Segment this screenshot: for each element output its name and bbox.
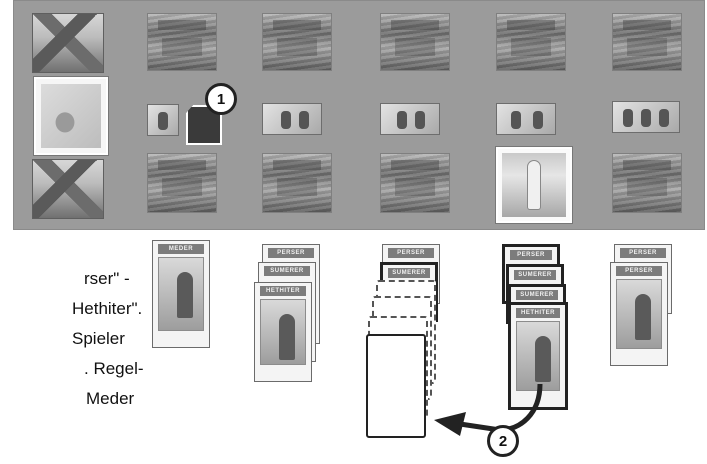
terrain-tile — [612, 153, 682, 213]
terrain-tile — [496, 13, 566, 71]
callout-1: 1 — [205, 83, 237, 115]
map-card-image — [41, 84, 101, 148]
card-title: HETHITER — [516, 308, 560, 318]
civilization-mini-card[interactable] — [380, 103, 440, 135]
card-title: PERSER — [388, 248, 434, 258]
civilization-mini-card[interactable] — [262, 103, 322, 135]
card-image — [158, 257, 204, 331]
civilization-mini-card[interactable] — [496, 103, 556, 135]
terrain-tile — [262, 153, 332, 213]
card-image — [260, 299, 306, 365]
rules-text-line: . Regel- — [0, 354, 150, 384]
warrior-icon — [535, 336, 551, 382]
warrior-icon — [279, 314, 295, 360]
rules-text-line: Meder — [0, 384, 150, 414]
map-card[interactable] — [34, 77, 108, 155]
terrain-tile — [612, 13, 682, 71]
card-title: SUMERER — [388, 268, 430, 278]
card-title: MEDER — [158, 244, 204, 254]
card-title: PERSER — [620, 248, 666, 258]
card-title: HETHITER — [260, 286, 306, 296]
civilization-card-meder[interactable]: MEDER — [152, 240, 210, 348]
terrain-tile — [147, 13, 217, 71]
civilization-mini-card[interactable] — [147, 104, 179, 136]
shield-warrior-icon — [635, 294, 651, 340]
empty-card-slot[interactable] — [366, 334, 426, 438]
terrain-tile — [380, 153, 450, 213]
rules-text-line: Spieler — [0, 324, 150, 354]
card-image — [616, 279, 662, 349]
card-title: PERSER — [510, 250, 552, 260]
rules-text-line: Hethiter". — [0, 294, 150, 324]
callout-2: 2 — [487, 425, 519, 457]
card-title: SUMERER — [514, 270, 556, 280]
mountain-tile — [32, 159, 104, 219]
rules-text: rser" - Hethiter". Spieler . Regel- Mede… — [0, 264, 150, 414]
robed-figure-icon — [528, 161, 540, 209]
terrain-tile — [380, 13, 450, 71]
archer-icon — [177, 272, 193, 318]
card-title: SUMERER — [516, 290, 558, 300]
terrain-tile — [262, 13, 332, 71]
game-board: 1 — [13, 0, 705, 230]
card-image — [516, 321, 560, 391]
card-title: SUMERER — [264, 266, 310, 276]
rules-text-line: rser" - — [0, 264, 150, 294]
terrain-tile — [147, 153, 217, 213]
civilization-mini-card[interactable] — [612, 101, 680, 133]
prophet-card[interactable] — [496, 147, 572, 223]
card-title: PERSER — [616, 266, 662, 276]
mountain-tile — [32, 13, 104, 73]
civilization-card-perser[interactable]: PERSER — [610, 262, 668, 366]
card-title: PERSER — [268, 248, 314, 258]
civilization-card-hethiter[interactable]: HETHITER — [254, 282, 312, 382]
